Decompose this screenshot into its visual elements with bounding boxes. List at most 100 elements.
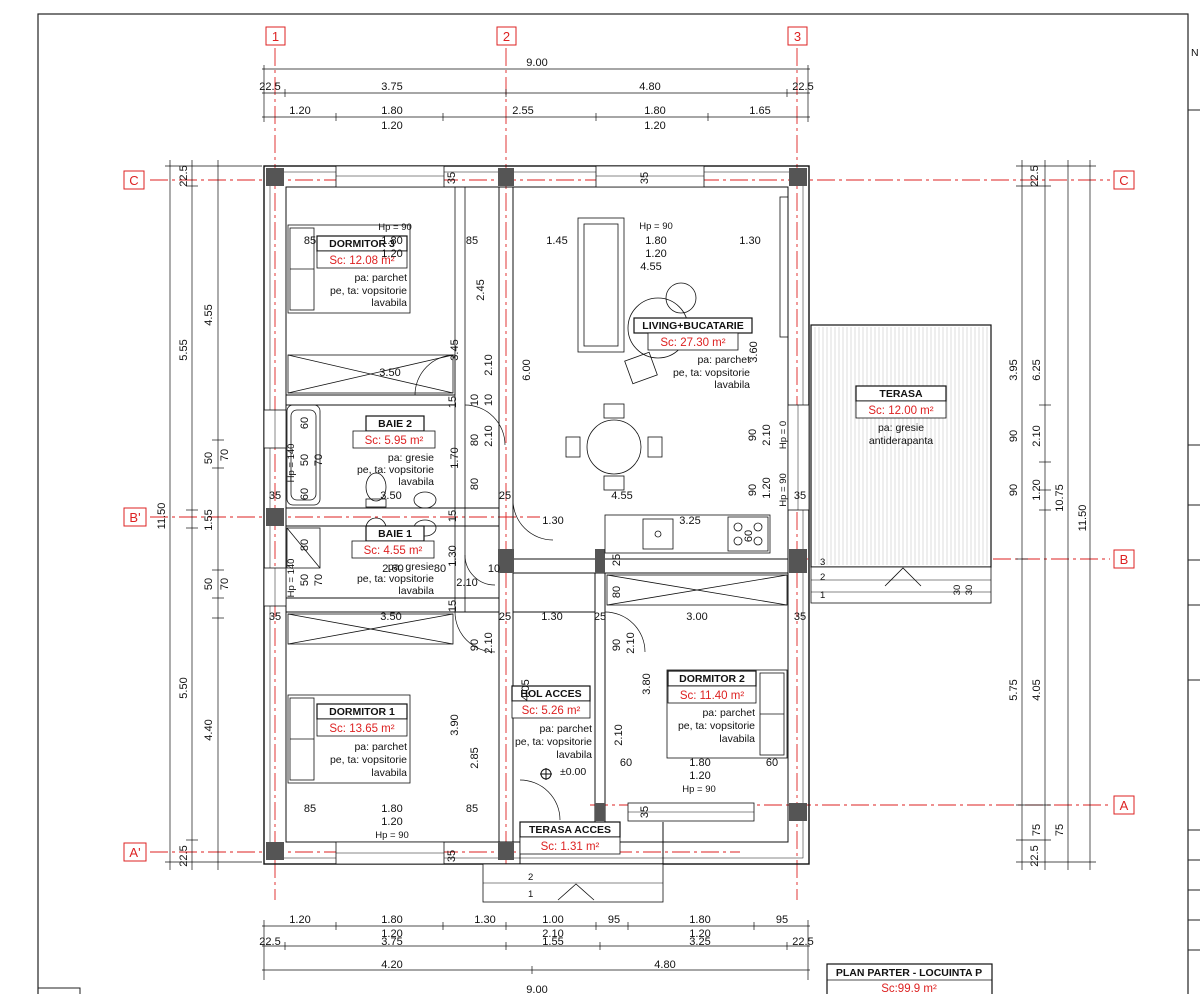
room-dormitor1-floor: pa: parchet	[354, 741, 407, 753]
inner-dim-15c: 15	[447, 600, 459, 612]
inner-dim-285: 2.85	[469, 747, 481, 768]
axis-markers: 1 2 3 C C B' B A A'	[123, 26, 1135, 862]
inner-dim-85b: 85	[466, 235, 478, 247]
dim-left-12: 22.5	[178, 845, 190, 866]
room-terasa-floor: pa: gresie	[878, 422, 924, 434]
dim-left-11: 4.40	[203, 719, 215, 740]
inner-dim-210c: 2.10	[761, 424, 773, 445]
room-dormitor3-name: DORMITOR 3	[329, 238, 395, 250]
terrace-outline	[810, 324, 992, 568]
inner-dim-80d: 80	[611, 586, 623, 598]
inner-dim-130a: 1.30	[739, 235, 760, 247]
inner-dim-15a: 15	[447, 396, 459, 408]
inner-dim-120d: 1.20	[689, 770, 710, 782]
inner-dim-130b: 1.30	[542, 515, 563, 527]
dim-top-11: 1.20	[644, 120, 665, 132]
right-dimension-lines	[1016, 160, 1096, 870]
title-block: PLAN PARTER - LOCUINTA P Sc:99.9 m²	[826, 963, 993, 994]
room-terasa-area: Sc: 12.00 m²	[868, 405, 933, 417]
room-baie1-floor: pa: gresie	[388, 561, 434, 573]
inner-dim-bath2-60a: 60	[299, 417, 311, 429]
inner-dim-bath2-hp: Hp = 140	[286, 444, 297, 483]
entry-step-2: 2	[528, 872, 533, 883]
dim-top-7: 2.55	[512, 105, 533, 117]
inner-dim-245: 2.45	[475, 279, 487, 300]
inner-dim-bath1-hp: Hp = 140	[286, 559, 297, 598]
inner-dim-360: 3.60	[748, 341, 760, 362]
level-marker	[540, 768, 552, 780]
top-dimension-lines	[262, 65, 810, 122]
terrace-step-1: 1	[820, 590, 825, 601]
room-terasa-finish: antiderapanta	[869, 435, 933, 447]
room-living-floor: pa: parchet	[697, 354, 750, 366]
room-dormitor1-walls2: lavabila	[371, 767, 407, 779]
inner-dim-85d: 85	[466, 803, 478, 815]
inner-dim-35d: 35	[794, 611, 806, 623]
inner-dim-390: 3.90	[449, 714, 461, 735]
inner-dim-120b: 1.20	[645, 248, 666, 260]
dim-bottom-15: 22.5	[792, 936, 813, 948]
dim-top-6: 1.80	[381, 105, 402, 117]
terrace-step-dim-1: 30	[952, 585, 963, 596]
dim-right-8: 10.75	[1054, 484, 1066, 512]
window-glass	[274, 175, 799, 854]
dim-top-overall: 9.00	[526, 57, 547, 69]
dim-bottom-9: 2.10	[542, 928, 563, 940]
axis-label-2: 2	[503, 29, 510, 44]
axis-label-1: 1	[272, 29, 279, 44]
inner-dim-35c: 35	[269, 611, 281, 623]
inner-dim-bath1-50: 50	[299, 574, 311, 586]
room-terasa-name: TERASA	[879, 388, 923, 400]
room-living-area: Sc: 27.30 m²	[660, 337, 725, 349]
terrace-step-3: 3	[820, 557, 825, 568]
inner-dim-hp90d: Hp = 90	[682, 784, 716, 795]
dim-bottom-11: 22.5	[259, 936, 280, 948]
inner-dim-380: 3.80	[641, 673, 653, 694]
inner-dim-180b: 1.80	[645, 235, 666, 247]
room-dormitor3-walls2: lavabila	[371, 297, 407, 309]
terrace-steps	[810, 566, 992, 604]
inner-dim-35a: 35	[269, 490, 281, 502]
inner-dim-405: 4.05	[520, 679, 532, 700]
dim-bottom-overall: 9.00	[526, 984, 547, 994]
bottom-dimension-lines	[262, 920, 810, 980]
entry-step-1: 1	[528, 889, 533, 900]
dim-right-6: 90	[1008, 484, 1020, 496]
inner-dim-300: 3.00	[686, 611, 707, 623]
dim-top-3: 4.80	[639, 81, 660, 93]
inner-dim-350a: 3.50	[379, 367, 400, 379]
inner-dim-35e: 35	[446, 172, 458, 184]
dim-bottom-13: 1.55	[542, 936, 563, 948]
room-baie1-name: BAIE 1	[378, 528, 412, 540]
dim-bottom-8: 1.20	[381, 928, 402, 940]
inner-dim-25a: 25	[499, 490, 511, 502]
room-dormitor2-walls: pe, ta: vopsitorie	[678, 720, 755, 732]
dim-left-1: 22.5	[178, 165, 190, 186]
terrace-deck-lines	[814, 327, 988, 565]
dim-right-1: 22.5	[1029, 165, 1041, 186]
inner-dim-260: 2.60	[382, 563, 403, 575]
room-dormitor2-walls2: lavabila	[719, 733, 755, 745]
wall-hatch	[266, 168, 807, 860]
dim-top-4: 22.5	[792, 81, 813, 93]
inner-dim-25d: 25	[594, 611, 606, 623]
dim-top-10: 1.20	[381, 120, 402, 132]
dim-right-10: 5.75	[1008, 679, 1020, 700]
dim-right-9: 11.50	[1077, 505, 1089, 532]
inner-dim-bath1-80: 80	[299, 539, 311, 551]
terrace-step-2: 2	[820, 572, 825, 583]
inner-dim-350b: 3.50	[380, 490, 401, 502]
inner-dim-120e: 1.20	[381, 816, 402, 828]
inner-dim-180a: 1.80	[381, 235, 402, 247]
room-dormitor2-name: DORMITOR 2	[679, 673, 745, 685]
inner-dim-hp90e: Hp = 90	[375, 830, 409, 841]
room-hol-walls2: lavabila	[556, 749, 592, 761]
inner-dim-hp90a: Hp = 90	[378, 222, 412, 233]
dim-bottom-17: 4.80	[654, 959, 675, 971]
plan-title: PLAN PARTER - LOCUINTA P	[836, 967, 982, 979]
dim-left-8: 50	[203, 578, 215, 590]
inner-dimensions: Hp = 90 85 1.80 85 1.20 Hp = 90 1.45 1.8…	[269, 172, 806, 862]
dim-bottom-14: 3.25	[689, 936, 710, 948]
inner-dim-bath1-70: 70	[313, 574, 325, 586]
